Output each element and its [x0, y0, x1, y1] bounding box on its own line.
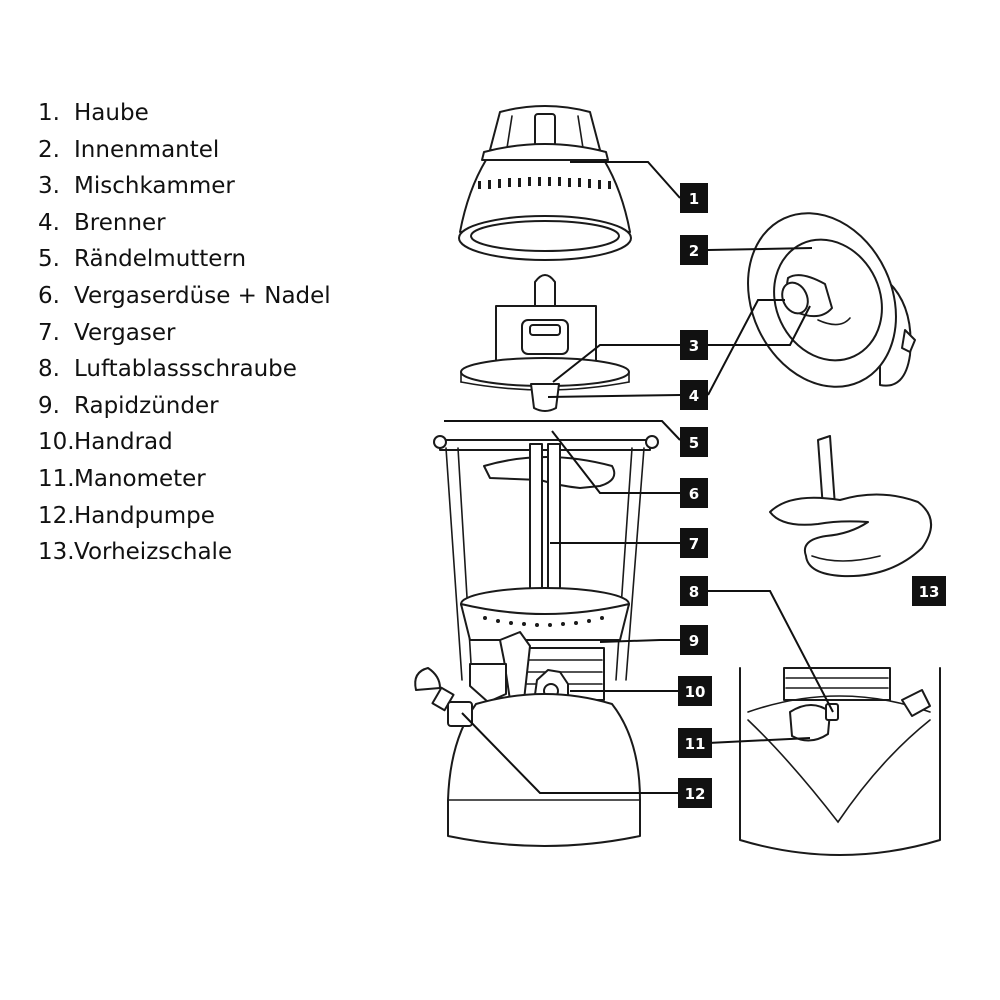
svg-text:3: 3 [689, 337, 699, 355]
parts-legend: 1. Haube 2. Innenmantel 3. Mischkammer 4. Br… [38, 100, 331, 565]
svg-text:12.: 12. [38, 503, 75, 529]
hood-illustration [458, 105, 632, 261]
svg-text:4.: 4. [38, 210, 60, 236]
svg-text:Innenmantel: Innenmantel [74, 137, 219, 163]
svg-text:Rapidzünder: Rapidzünder [74, 393, 219, 419]
legend-item-11: 11.Manometer [38, 466, 206, 492]
callout-13: 13 [912, 576, 946, 606]
preheat-bowl-illustration [769, 435, 932, 578]
svg-text:Rändelmuttern: Rändelmuttern [74, 246, 246, 272]
callout-4: 4 [680, 380, 708, 410]
svg-text:6: 6 [689, 485, 699, 503]
svg-text:10: 10 [685, 683, 706, 701]
svg-text:2: 2 [689, 242, 699, 260]
legend-item-9: 9. Rapidzünder [38, 393, 219, 419]
svg-text:Manometer: Manometer [74, 466, 206, 492]
callout-6: 6 [680, 478, 708, 508]
legend-item-10: 10.Handrad [38, 429, 173, 455]
svg-text:2.: 2. [38, 137, 60, 163]
svg-text:10.: 10. [38, 429, 75, 455]
svg-text:Handpumpe: Handpumpe [74, 503, 215, 529]
svg-text:7: 7 [689, 535, 699, 553]
callout-1: 1 [680, 183, 708, 213]
leader-lines [444, 161, 834, 794]
svg-text:9: 9 [689, 632, 699, 650]
svg-text:Haube: Haube [74, 100, 149, 126]
callout-8: 8 [680, 576, 708, 606]
callout-2: 2 [680, 235, 708, 265]
svg-text:9.: 9. [38, 393, 60, 419]
svg-text:Brenner: Brenner [74, 210, 166, 236]
legend-item-2: 2. Innenmantel [38, 137, 219, 163]
svg-text:5: 5 [689, 434, 699, 452]
svg-text:Vergaserdüse + Nadel: Vergaserdüse + Nadel [74, 283, 331, 309]
callout-10: 10 [678, 676, 712, 706]
legend-item-4: 4. Brenner [38, 210, 166, 236]
svg-text:1.: 1. [38, 100, 60, 126]
svg-text:Handrad: Handrad [74, 429, 173, 455]
legend-item-13: 13.Vorheizschale [38, 539, 232, 565]
inner-mantle-illustration [747, 212, 916, 388]
callout-11: 11 [678, 728, 712, 758]
svg-text:6.: 6. [38, 283, 60, 309]
svg-text:8: 8 [689, 583, 699, 601]
svg-text:1: 1 [689, 190, 699, 208]
lantern-body-illustration [414, 435, 659, 847]
svg-text:5.: 5. [38, 246, 60, 272]
legend-item-6: 6. Vergaserdüse + Nadel [38, 283, 331, 309]
svg-text:11: 11 [685, 735, 706, 753]
svg-text:13.: 13. [38, 539, 75, 565]
tank-detail-illustration [739, 667, 941, 856]
callout-5: 5 [680, 427, 708, 457]
callout-12: 12 [678, 778, 712, 808]
svg-text:8.: 8. [38, 356, 60, 382]
svg-text:Vergaser: Vergaser [74, 320, 176, 346]
callout-9: 9 [680, 625, 708, 655]
mixing-chamber-illustration [460, 274, 630, 412]
legend-item-12: 12.Handpumpe [38, 503, 215, 529]
legend-item-8: 8. Luftablassschraube [38, 356, 297, 382]
svg-text:Mischkammer: Mischkammer [74, 173, 235, 199]
svg-text:Luftablassschraube: Luftablassschraube [74, 356, 297, 382]
svg-text:12: 12 [685, 785, 706, 803]
legend-item-5: 5. Rändelmuttern [38, 246, 246, 272]
callout-7: 7 [680, 528, 708, 558]
callout-3: 3 [680, 330, 708, 360]
svg-text:13: 13 [919, 583, 940, 601]
legend-item-7: 7. Vergaser [38, 320, 176, 346]
svg-text:4: 4 [689, 387, 699, 405]
svg-text:7.: 7. [38, 320, 60, 346]
legend-item-1: 1. Haube [38, 100, 149, 126]
legend-item-3: 3. Mischkammer [38, 173, 235, 199]
svg-text:3.: 3. [38, 173, 60, 199]
svg-text:Vorheizschale: Vorheizschale [74, 539, 232, 565]
svg-text:11.: 11. [38, 466, 75, 492]
